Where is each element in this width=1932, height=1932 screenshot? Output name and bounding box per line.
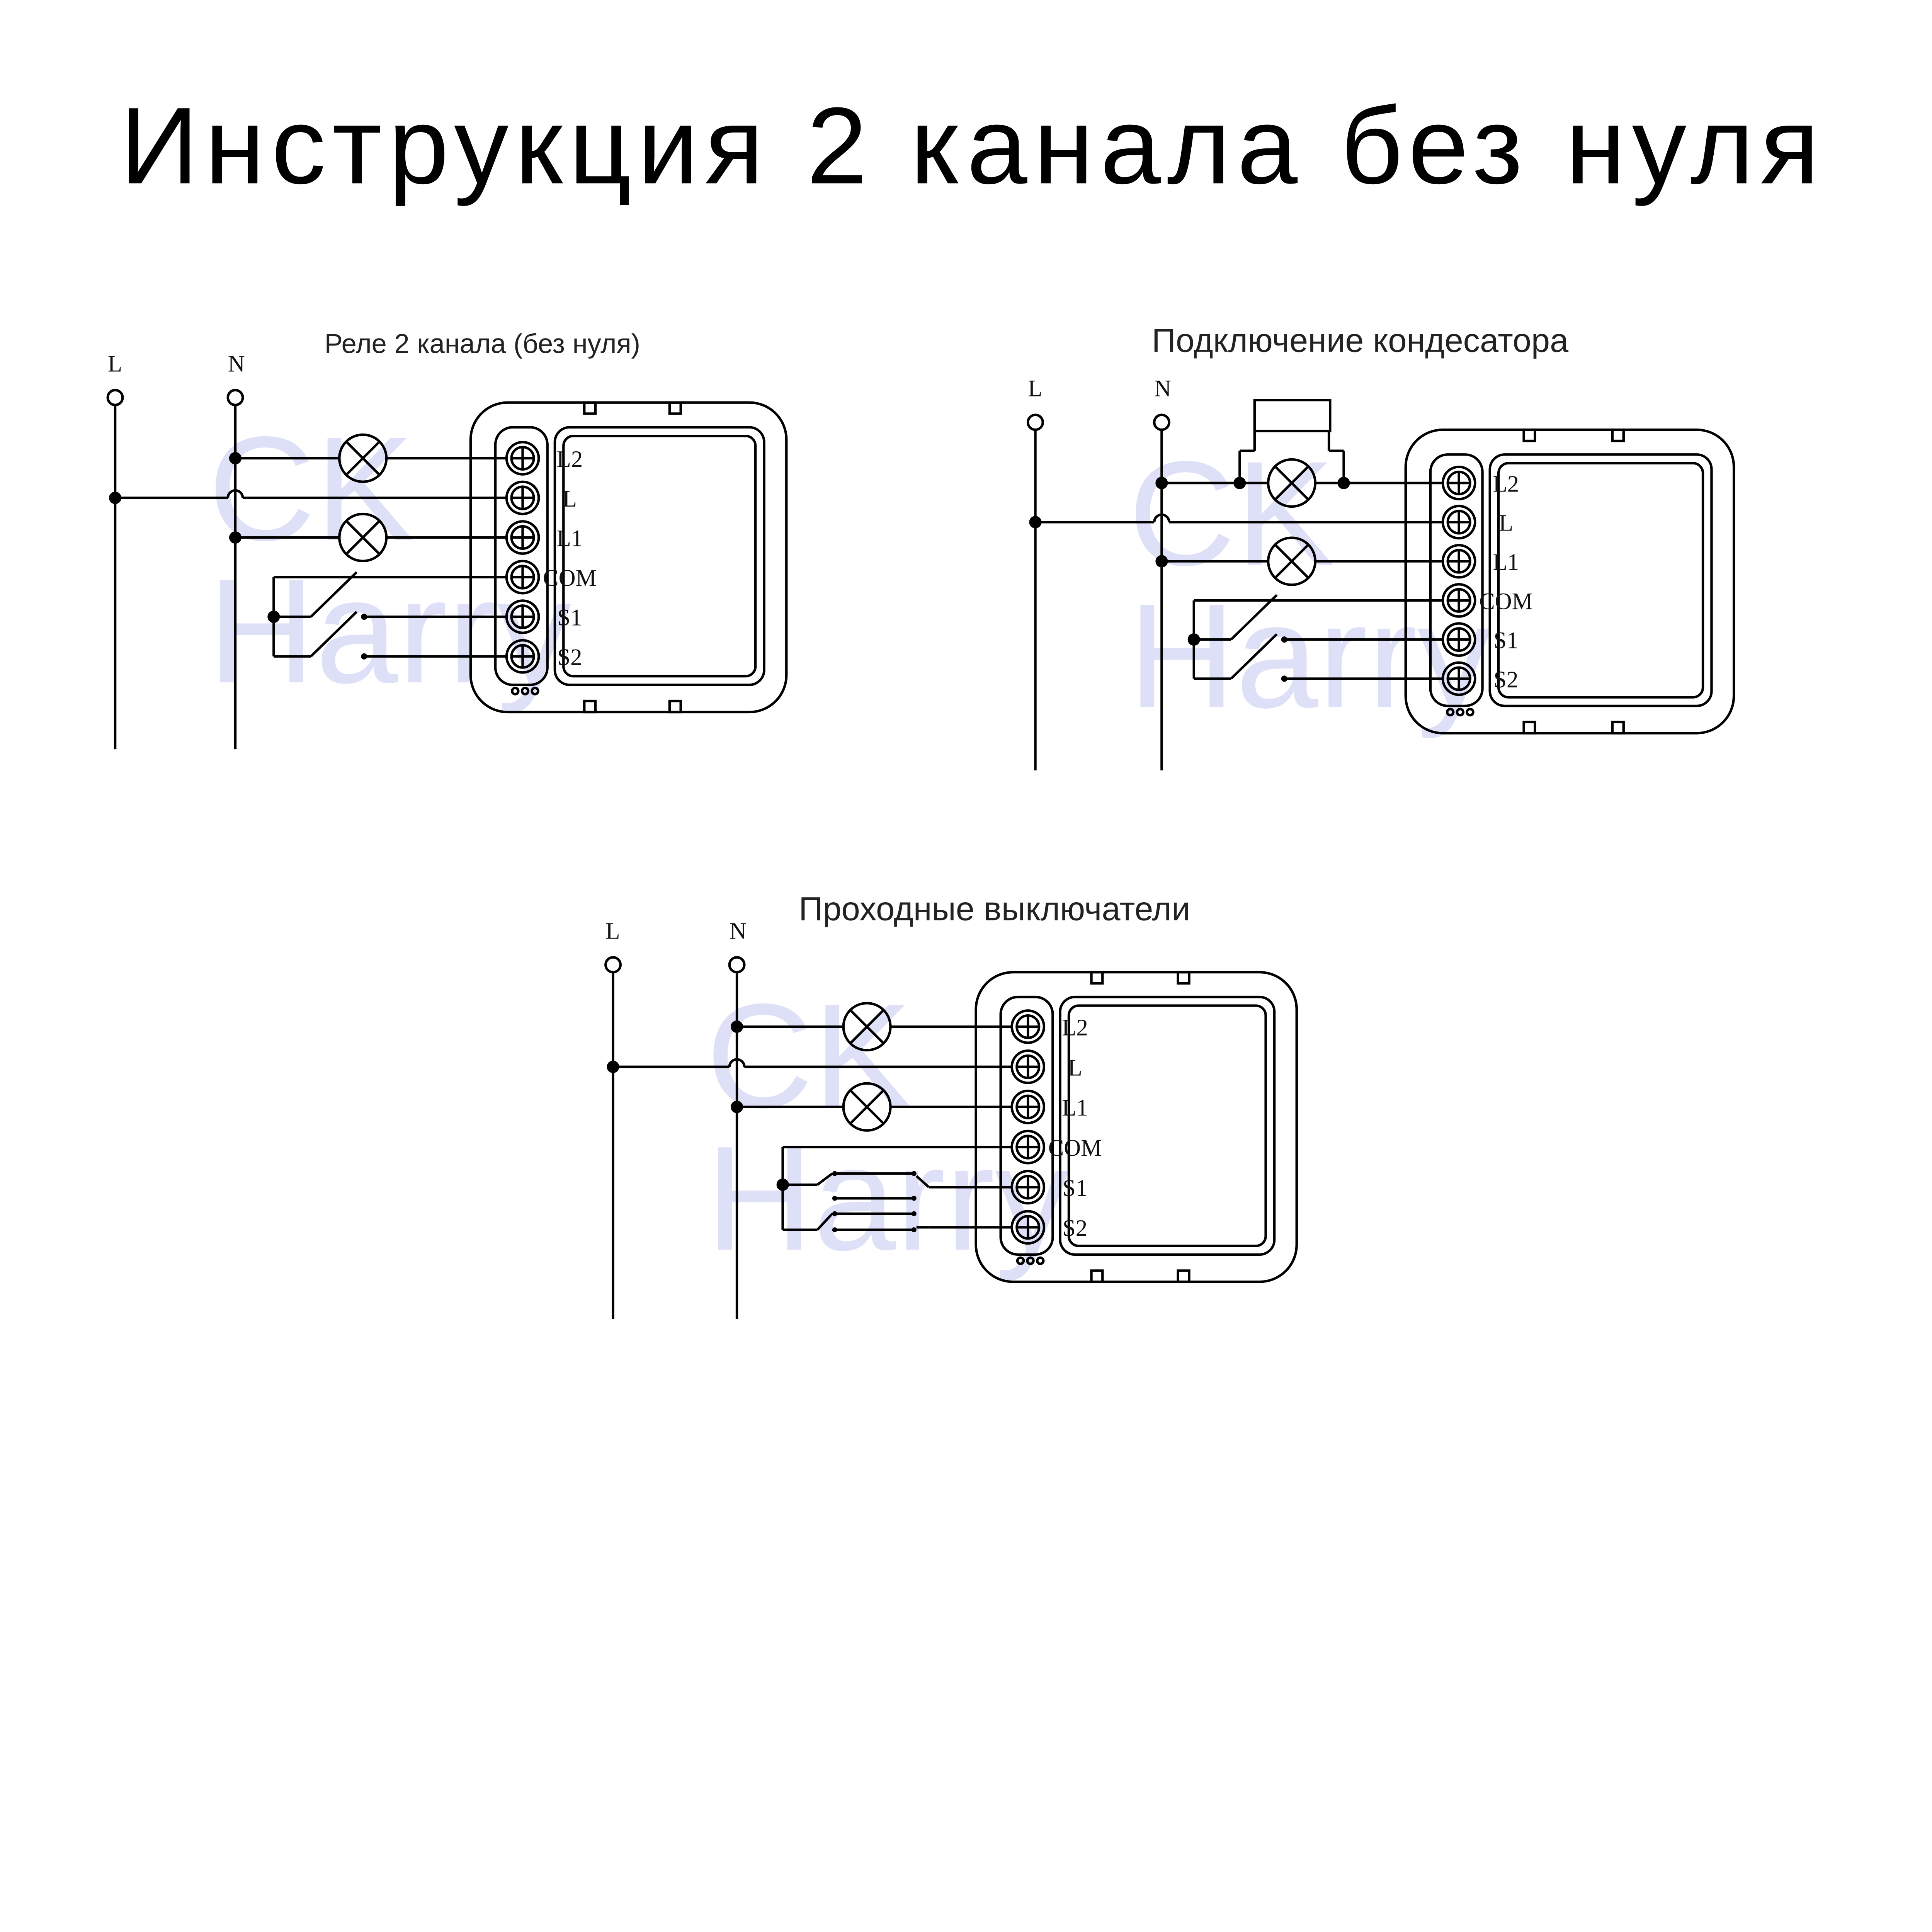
screw-terminal-icon	[505, 599, 540, 634]
screw-terminal-icon	[505, 639, 540, 674]
wire	[816, 1213, 833, 1231]
page-title: Инструкция 2 канала без нуля	[120, 85, 1819, 207]
lamp-cross	[346, 520, 380, 554]
diagram-title: Проходные выключатели	[799, 890, 1190, 927]
wall-switches	[267, 571, 507, 660]
switch-lever	[915, 1175, 930, 1188]
screw-terminal-icon	[1441, 583, 1476, 618]
screw-terminal-icon	[1010, 1089, 1046, 1124]
terminal-label: S1	[557, 605, 582, 631]
terminal-label: S2	[557, 645, 582, 670]
n-terminal-icon	[226, 389, 244, 406]
wire-crossover	[728, 1058, 746, 1067]
terminal-label: L1	[557, 526, 583, 551]
terminal-label: COM	[1048, 1135, 1102, 1161]
terminal-label: L1	[1493, 549, 1519, 575]
terminal-label: L	[1499, 510, 1513, 536]
diagram-title: Реле 2 канала (без нуля)	[325, 328, 640, 359]
line-l-label: L	[1028, 376, 1042, 402]
line-n-label: N	[1154, 376, 1171, 402]
terminal-label: COM	[1479, 588, 1533, 614]
terminal-label: S2	[1063, 1216, 1087, 1242]
terminal-label: S2	[1493, 667, 1518, 693]
switch-lever	[310, 611, 358, 658]
lamp-cross	[1275, 466, 1309, 500]
n-terminal-icon	[728, 956, 746, 974]
terminal-label: L2	[1062, 1015, 1088, 1041]
diagram-title: Подключение кондесатора	[1152, 322, 1569, 359]
wiring-diagrams: Инструкция 2 канала без нуля CKHarryРеле…	[106, 85, 1819, 1319]
screw-terminal-icon	[1010, 1009, 1046, 1044]
wall-switches	[1187, 594, 1443, 682]
terminal-label: L2	[557, 446, 583, 472]
l-terminal-icon	[1027, 413, 1044, 431]
screw-terminal-icon	[1441, 661, 1476, 696]
watermark-text: CK	[1128, 430, 1335, 597]
screw-terminal-icon	[1010, 1129, 1046, 1165]
screw-terminal-icon	[505, 480, 540, 515]
switch-lever	[310, 571, 358, 618]
terminal-label: L	[1068, 1055, 1082, 1081]
lamp-cross	[346, 441, 380, 475]
screw-terminal-icon	[1441, 466, 1476, 500]
line-n-label: N	[730, 918, 747, 944]
watermark-text: CK	[208, 405, 414, 571]
screw-terminal-icon	[505, 441, 540, 476]
line-n-label: N	[228, 351, 245, 377]
screw-terminal-icon	[1441, 505, 1476, 540]
l-terminal-icon	[604, 956, 622, 974]
terminal-label: S1	[1493, 628, 1518, 654]
switch-lever	[1230, 594, 1278, 641]
line-l-label: L	[108, 351, 122, 377]
n-terminal-icon	[1153, 413, 1170, 431]
screw-terminal-icon	[505, 520, 540, 555]
lamp-icon	[1267, 458, 1317, 508]
lamp-cross	[850, 1010, 884, 1044]
screw-terminal-icon	[1441, 544, 1476, 579]
lamp-icon	[1267, 536, 1317, 586]
wire	[816, 1172, 833, 1186]
terminal-label: S1	[1063, 1175, 1087, 1201]
wire-crossover	[226, 489, 244, 498]
lamp-cross	[850, 1090, 884, 1124]
capacitor-icon	[1253, 399, 1332, 432]
l-terminal-icon	[106, 389, 124, 406]
screw-terminal-icon	[1441, 622, 1476, 657]
screw-terminal-icon	[505, 560, 540, 595]
two-way-switches	[776, 1146, 1012, 1233]
screw-terminal-icon	[1010, 1170, 1046, 1205]
wire-crossover	[1153, 513, 1170, 522]
terminal-label: L2	[1493, 471, 1519, 497]
terminal-label: L1	[1062, 1095, 1088, 1121]
switch-lever	[1230, 633, 1278, 680]
screw-terminal-icon	[1010, 1049, 1046, 1084]
lamp-cross	[1275, 544, 1309, 578]
watermark-text: Harry	[1128, 573, 1492, 740]
terminal-label: COM	[543, 565, 597, 591]
terminal-label: L	[563, 486, 577, 512]
line-l-label: L	[605, 918, 620, 944]
screw-terminal-icon	[1010, 1210, 1046, 1245]
